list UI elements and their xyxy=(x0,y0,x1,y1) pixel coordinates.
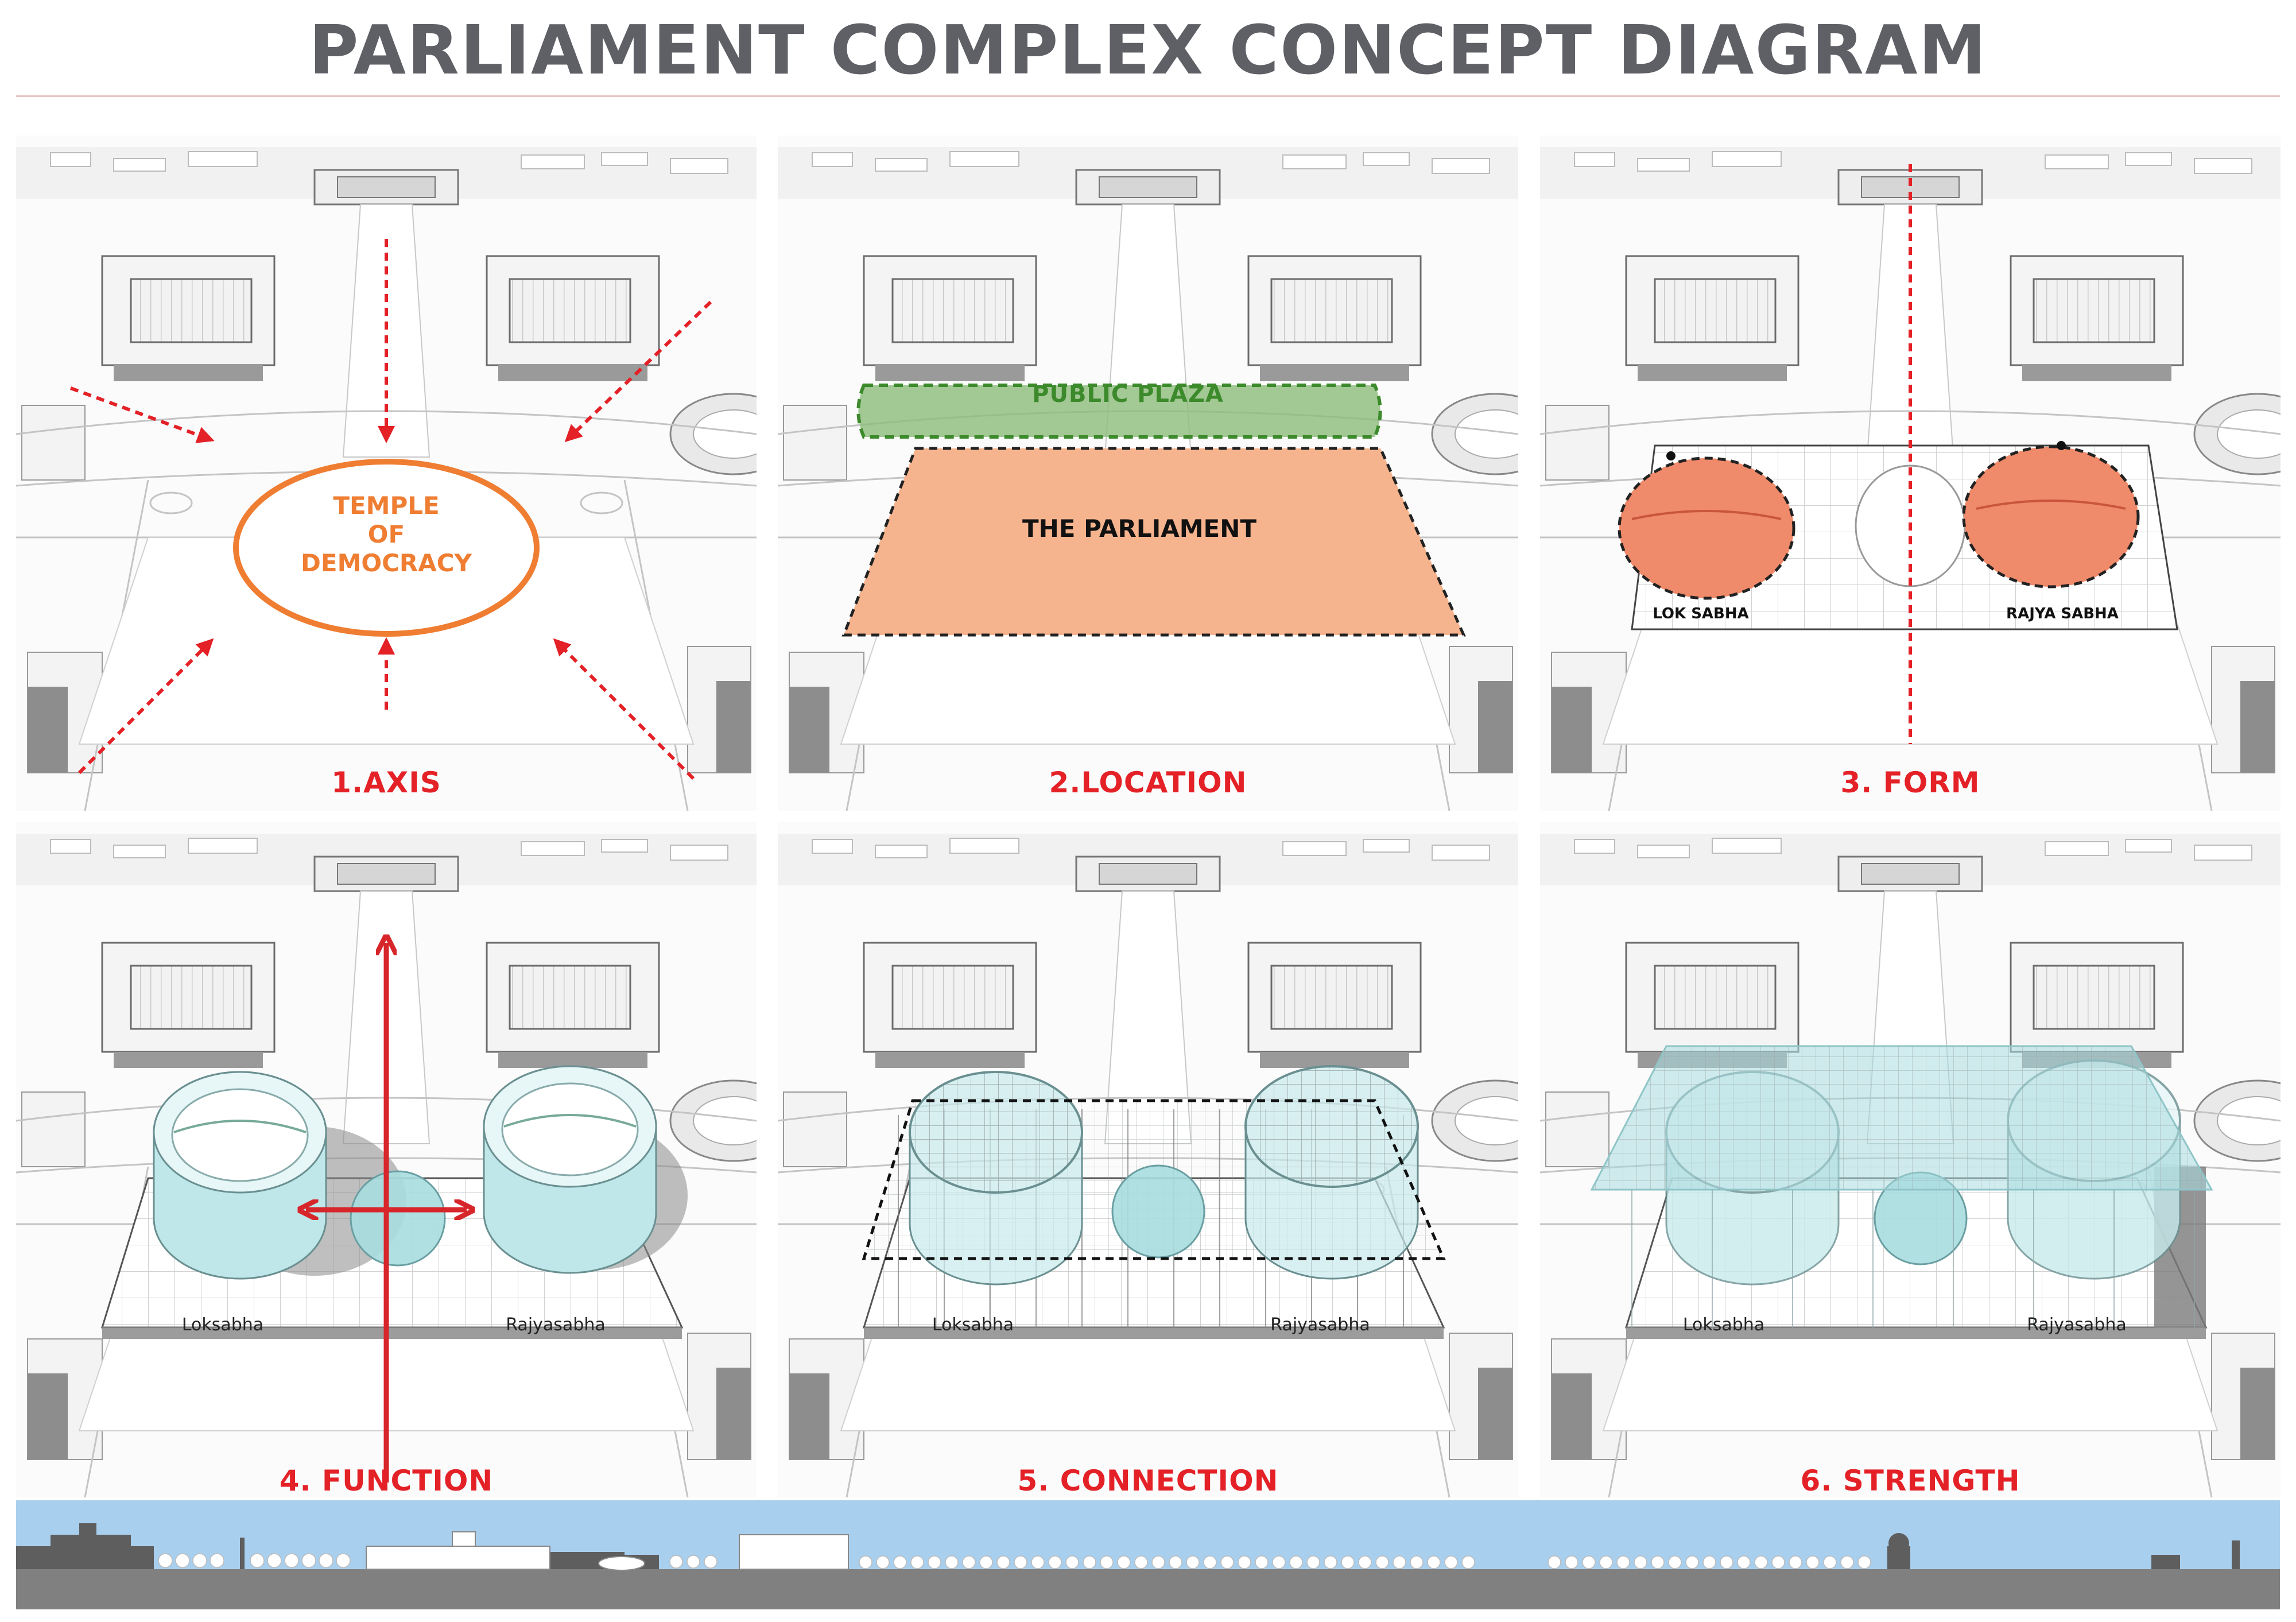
temple-ellipse xyxy=(233,459,540,637)
parliament-site-shape xyxy=(841,447,1466,637)
rajya-sabha-label: RAJYA SABHA xyxy=(2006,605,2119,622)
loksabha-label: Loksabha xyxy=(1682,1315,1765,1335)
strength-diagram xyxy=(1540,822,2281,1497)
loksabha-volume xyxy=(153,1071,327,1280)
central-dome xyxy=(1111,1164,1205,1259)
function-diagram xyxy=(16,822,757,1497)
axis-diagram xyxy=(16,136,757,811)
rajyasabha-label: Rajyasabha xyxy=(506,1315,606,1335)
temple-label-line-3: DEMOCRACY xyxy=(301,549,472,577)
temple-label: TEMPLE OF DEMOCRACY xyxy=(272,491,501,578)
lok-sabha-chamber xyxy=(1618,451,1795,600)
rajya-sabha-chamber xyxy=(1962,441,2140,589)
loksabha-label: Loksabha xyxy=(932,1315,1014,1335)
rajyasabha-label: Rajyasabha xyxy=(1270,1315,1370,1335)
panel-caption-strength: 6. STRENGTH xyxy=(1800,1464,2020,1497)
tree-row xyxy=(158,1553,1871,1569)
location-diagram xyxy=(778,136,1518,811)
page-title: PARLIAMENT COMPLEX CONCEPT DIAGRAM xyxy=(309,10,1987,90)
panel-caption-axis: 1.AXIS xyxy=(331,766,441,799)
panel-caption-location: 2.LOCATION xyxy=(1049,766,1247,799)
city-skyline-section xyxy=(16,1500,2280,1609)
rajyasabha-volume xyxy=(483,1065,657,1274)
public-plaza-shape xyxy=(856,384,1382,439)
double-arrow-icon xyxy=(306,943,467,1482)
title-divider xyxy=(16,95,2280,97)
public-plaza-label: PUBLIC PLAZA xyxy=(1032,381,1224,408)
lok-sabha-label: LOK SABHA xyxy=(1653,605,1749,622)
panel-connection: Loksabha Rajyasabha 5. CONNECTION xyxy=(778,822,1518,1497)
panel-strength: Loksabha Rajyasabha 6. STRENGTH xyxy=(1540,822,2281,1497)
parliament-label: THE PARLIAMENT xyxy=(1022,514,1257,543)
rajyasabha-volume xyxy=(1244,1065,1419,1280)
rajyasabha-label: Rajyasabha xyxy=(2027,1315,2127,1335)
temple-label-line-2: OF xyxy=(367,520,405,548)
loksabha-label: Loksabha xyxy=(181,1315,264,1335)
panel-caption-function: 4. FUNCTION xyxy=(279,1464,494,1497)
temple-label-line-1: TEMPLE xyxy=(333,491,440,520)
central-dome xyxy=(350,1170,446,1267)
connection-diagram xyxy=(778,822,1518,1497)
panel-caption-connection: 5. CONNECTION xyxy=(1017,1464,1279,1497)
loksabha-volume xyxy=(909,1071,1083,1286)
form-diagram xyxy=(1540,136,2281,811)
panel-axis: TEMPLE OF DEMOCRACY 1.AXIS xyxy=(16,136,757,811)
panel-form: LOK SABHA RAJYA SABHA 3. FORM xyxy=(1540,136,2281,811)
panel-function: Loksabha Rajyasabha 4. FUNCTION xyxy=(16,822,757,1497)
panel-location: PUBLIC PLAZA THE PARLIAMENT 2.LOCATION xyxy=(778,136,1518,811)
panel-caption-form: 3. FORM xyxy=(1840,766,1980,799)
connection-outline xyxy=(862,1099,1446,1260)
